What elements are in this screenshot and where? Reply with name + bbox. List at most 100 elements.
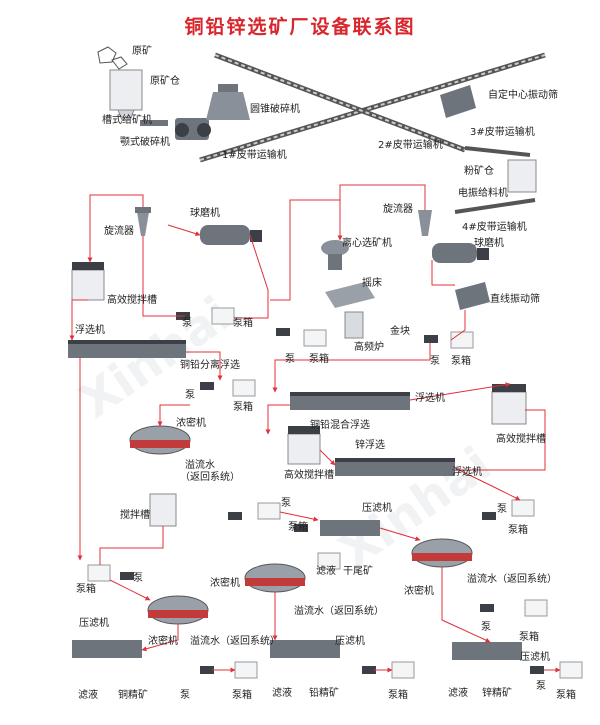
label-box-i: 泵箱 bbox=[232, 690, 252, 701]
filter-press-2 bbox=[72, 640, 142, 658]
center-vibrating-screen bbox=[440, 85, 476, 118]
jaw-crusher bbox=[175, 118, 211, 140]
label-box-g: 泵箱 bbox=[76, 584, 96, 595]
label-belt-3: 3#皮带运输机 bbox=[470, 127, 535, 138]
label-filter-press-2: 压滤机 bbox=[79, 618, 109, 629]
cyclone-mid bbox=[418, 210, 432, 236]
label-pump-b: 泵 bbox=[285, 354, 295, 365]
label-box-k: 泵箱 bbox=[556, 690, 576, 701]
label-flotation-right: 浮选机 bbox=[452, 467, 482, 478]
label-cu-pb-mix: 铜铅混合浮选 bbox=[310, 420, 370, 431]
label-box-b: 泵箱 bbox=[309, 354, 329, 365]
label-box-c: 泵箱 bbox=[451, 356, 471, 367]
label-belt-2: 2#皮带运输机 bbox=[378, 140, 443, 151]
label-box-e: 泵箱 bbox=[288, 522, 308, 533]
label-filtrate-3: 滤液 bbox=[272, 688, 292, 699]
label-box-j: 泵箱 bbox=[388, 690, 408, 701]
label-filter-press-1: 压滤机 bbox=[362, 503, 392, 514]
label-raw-ore: 原矿 bbox=[132, 46, 152, 57]
label-linear-screen: 直线振动筛 bbox=[490, 294, 540, 305]
thickener-4 bbox=[147, 595, 209, 625]
label-thickener-4: 浓密机 bbox=[148, 636, 178, 647]
label-box-a: 泵箱 bbox=[233, 318, 253, 329]
label-hf-furnace: 高频炉 bbox=[354, 342, 384, 353]
label-belt-4: 4#皮带运输机 bbox=[462, 222, 527, 233]
label-thickener-3: 浓密机 bbox=[210, 578, 240, 589]
label-pump-h: 泵 bbox=[481, 622, 491, 633]
ore-bin bbox=[109, 69, 143, 121]
label-center-screen: 自定中心振动筛 bbox=[488, 90, 558, 101]
centrifugal-concentrator bbox=[321, 240, 349, 270]
label-jaw-crusher: 颚式破碎机 bbox=[120, 137, 170, 148]
label-agitator-left: 高效搅拌槽 bbox=[107, 295, 157, 306]
label-filtrate-4: 滤液 bbox=[448, 688, 468, 699]
cone-crusher bbox=[206, 84, 250, 120]
label-shaking-table: 摇床 bbox=[362, 278, 382, 289]
agitator-left bbox=[71, 262, 105, 301]
thickener-3 bbox=[244, 563, 306, 593]
label-ball-mill-left: 球磨机 bbox=[190, 208, 220, 219]
label-filter-press-3: 压滤机 bbox=[335, 636, 365, 647]
label-zn-conc: 锌精矿 bbox=[482, 688, 512, 699]
flotation-machine-right bbox=[335, 458, 455, 476]
label-plate-feeder: 槽式给矿机 bbox=[102, 115, 152, 126]
thickener-1 bbox=[129, 425, 191, 455]
label-ball-mill-right: 球磨机 bbox=[474, 238, 504, 249]
label-cu-pb-sep: 铜铅分离浮选 bbox=[180, 360, 240, 371]
label-box-h: 泵箱 bbox=[519, 632, 539, 643]
label-filtrate-2: 滤液 bbox=[78, 690, 98, 701]
label-ore-bin: 原矿仓 bbox=[150, 76, 180, 87]
label-pump-e: 泵 bbox=[281, 498, 291, 509]
high-frequency-furnace bbox=[344, 311, 364, 339]
label-overflow-1: 溢流水 bbox=[185, 460, 215, 471]
label-flotation-mid: 浮选机 bbox=[415, 393, 445, 404]
flotation-machine-left bbox=[68, 340, 186, 358]
label-belt-1: 1#皮带运输机 bbox=[222, 150, 287, 161]
label-cyclone-mid: 旋流器 bbox=[383, 204, 413, 215]
cyclone-left bbox=[135, 207, 151, 236]
label-pump-f: 泵 bbox=[497, 504, 507, 515]
label-pump-g: 泵 bbox=[133, 573, 143, 584]
stir-tank bbox=[149, 493, 177, 527]
filter-press-3 bbox=[270, 640, 340, 658]
linear-vibrating-screen bbox=[455, 282, 490, 310]
diagram-title: 铜铅锌选矿厂设备联系图 bbox=[184, 16, 416, 38]
label-overflow-4: 溢流水（返回系统） bbox=[190, 636, 280, 647]
label-pump-c: 泵 bbox=[430, 356, 440, 367]
label-agitator-right: 高效搅拌槽 bbox=[496, 434, 546, 445]
label-overflow-2: 溢流水（返回系统） bbox=[467, 574, 557, 585]
label-tailings: 干尾矿 bbox=[343, 566, 373, 577]
label-overflow-3: 溢流水（返回系统） bbox=[294, 606, 384, 617]
agitator-right bbox=[491, 384, 527, 425]
label-agitator-mid: 高效搅拌槽 bbox=[284, 470, 334, 481]
ball-mill-right bbox=[432, 243, 489, 263]
flow-lines bbox=[69, 184, 561, 673]
pump-boxes bbox=[87, 307, 583, 679]
label-return-1: （返回系统） bbox=[180, 472, 240, 483]
label-pump-i: 泵 bbox=[180, 690, 190, 701]
powder-bin bbox=[507, 159, 537, 193]
label-filter-press-4: 压滤机 bbox=[520, 652, 550, 663]
belt-conveyor-3 bbox=[464, 146, 531, 157]
label-cone-crusher: 圆锥破碎机 bbox=[250, 104, 300, 115]
agitator-mid bbox=[287, 426, 321, 465]
label-pump-a: 泵 bbox=[182, 318, 192, 329]
filter-press-4 bbox=[452, 642, 522, 660]
flotation-machine-mid bbox=[290, 392, 410, 410]
label-zn-float: 锌浮选 bbox=[355, 440, 385, 451]
label-stir-tank: 搅拌槽 bbox=[120, 510, 150, 521]
filter-press-1 bbox=[320, 520, 380, 536]
label-filtrate-1: 滤液 bbox=[316, 566, 336, 577]
label-thickener-1: 浓密机 bbox=[176, 418, 206, 429]
label-cu-conc: 铜精矿 bbox=[118, 690, 148, 701]
label-box-d: 泵箱 bbox=[233, 402, 253, 413]
label-centrifuge: 离心选矿机 bbox=[342, 238, 392, 249]
label-powder-bin: 粉矿仓 bbox=[464, 166, 494, 177]
belt-conveyor-4 bbox=[454, 198, 536, 214]
thickener-2 bbox=[411, 538, 473, 568]
label-electro-feeder: 电振给料机 bbox=[458, 188, 508, 199]
label-thickener-2: 浓密机 bbox=[404, 586, 434, 597]
ball-mill-left bbox=[200, 225, 262, 245]
